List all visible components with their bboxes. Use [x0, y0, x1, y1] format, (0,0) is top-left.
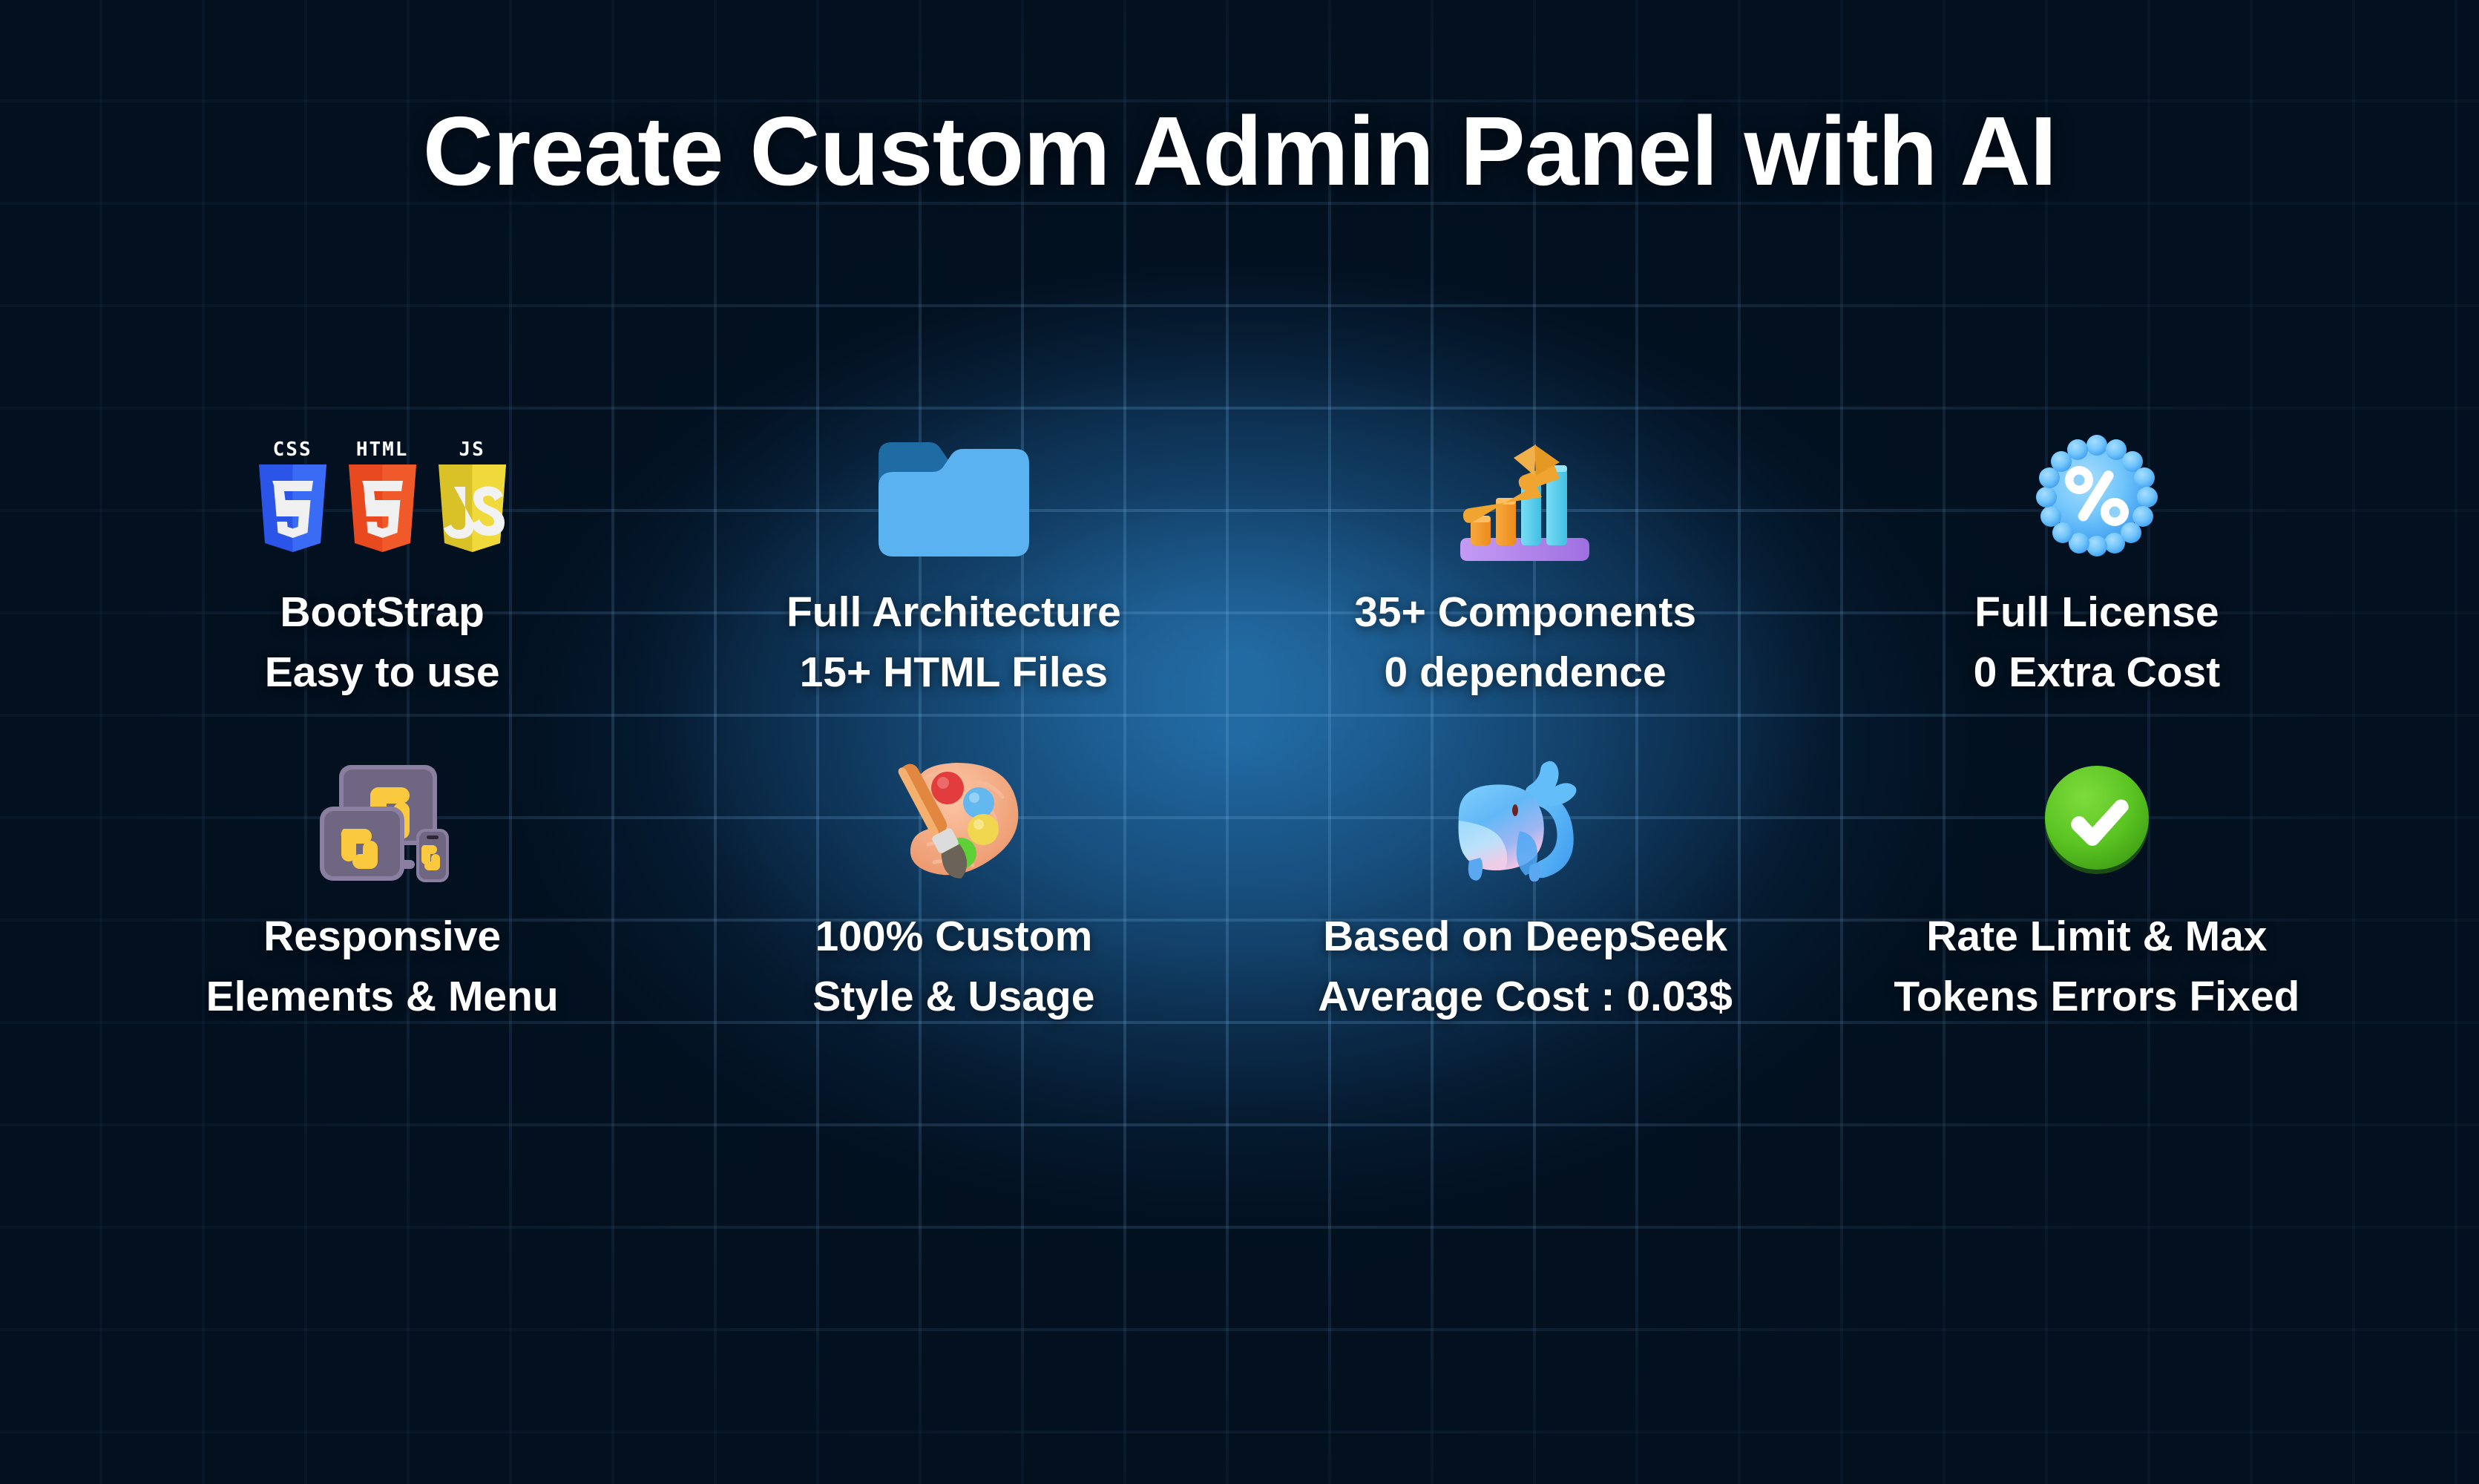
deepseek-whale-icon — [1453, 757, 1598, 882]
feature-caption-license: Full License 0 Extra Cost — [1974, 582, 2221, 703]
js-badge-label: JS — [459, 439, 485, 461]
css-badge-label: CSS — [272, 439, 312, 461]
green-check-circle-icon — [2038, 760, 2156, 879]
feature-item-errors-fixed: Rate Limit & Max Tokens Errors Fixed — [1811, 740, 2383, 1027]
html-shield-icon — [344, 464, 421, 552]
feature-line1: 35+ Components — [1354, 588, 1697, 636]
green-check-icon-wrap — [2038, 740, 2156, 899]
feature-line1: Based on DeepSeek — [1323, 912, 1728, 960]
feature-line2: Style & Usage — [812, 972, 1095, 1020]
folder-icon — [874, 433, 1034, 558]
percent-badge-icon — [2033, 432, 2161, 559]
feature-item-bootstrap: CSS HTML — [96, 416, 668, 703]
html-badge-label: HTML — [355, 439, 409, 461]
js-shield-icon — [434, 464, 510, 552]
feature-item-deepseek: Based on DeepSeek Average Cost : 0.03$ — [1240, 740, 1811, 1027]
css-shield-icon — [255, 464, 331, 552]
feature-line2: Elements & Menu — [206, 972, 559, 1020]
feature-line2: 0 dependence — [1384, 648, 1667, 696]
responsive-devices-icon — [308, 749, 456, 890]
feature-caption-errors-fixed: Rate Limit & Max Tokens Errors Fixed — [1894, 907, 2299, 1027]
feature-grid: CSS HTML — [96, 416, 2383, 1027]
feature-item-components: 35+ Components 0 dependence — [1240, 416, 1811, 703]
feature-item-architecture: Full Architecture 15+ HTML Files — [668, 416, 1239, 703]
feature-line2: Tokens Errors Fixed — [1894, 972, 2300, 1020]
paint-palette-icon-wrap — [879, 740, 1028, 899]
feature-item-license: Full License 0 Extra Cost — [1811, 416, 2383, 703]
feature-line1: BootStrap — [280, 588, 485, 636]
feature-caption-custom-style: 100% Custom Style & Usage — [812, 907, 1094, 1027]
feature-line1: 100% Custom — [815, 912, 1093, 960]
feature-line1: Responsive — [263, 912, 502, 960]
page-title: Create Custom Admin Panel with AI — [422, 96, 2058, 206]
feature-item-custom-style: 100% Custom Style & Usage — [668, 740, 1239, 1027]
feature-line1: Full Architecture — [786, 588, 1121, 636]
feature-item-responsive: Responsive Elements & Menu — [96, 740, 668, 1027]
feature-line2: 15+ HTML Files — [799, 648, 1109, 696]
feature-line1: Full License — [1974, 588, 2219, 636]
feature-caption-bootstrap: BootStrap Easy to use — [265, 582, 500, 703]
bar-chart-growth-icon — [1448, 427, 1603, 564]
feature-caption-components: 35+ Components 0 dependence — [1354, 582, 1696, 703]
percent-badge-icon-wrap — [2033, 416, 2161, 575]
feature-caption-responsive: Responsive Elements & Menu — [206, 907, 559, 1027]
feature-caption-architecture: Full Architecture 15+ HTML Files — [787, 582, 1121, 703]
paint-palette-icon — [879, 752, 1028, 886]
folder-icon-wrap — [874, 416, 1034, 575]
responsive-devices-icon-wrap — [308, 740, 456, 899]
feature-line2: 0 Extra Cost — [1973, 648, 2221, 696]
feature-line2: Easy to use — [264, 648, 500, 696]
html-css-js-shields-icon: CSS HTML — [255, 416, 510, 575]
feature-caption-deepseek: Based on DeepSeek Average Cost : 0.03$ — [1318, 907, 1733, 1027]
feature-line2: Average Cost : 0.03$ — [1318, 972, 1733, 1020]
deepseek-whale-icon-wrap — [1453, 740, 1598, 899]
bar-chart-icon-wrap — [1448, 416, 1603, 575]
feature-line1: Rate Limit & Max — [1926, 912, 2268, 960]
